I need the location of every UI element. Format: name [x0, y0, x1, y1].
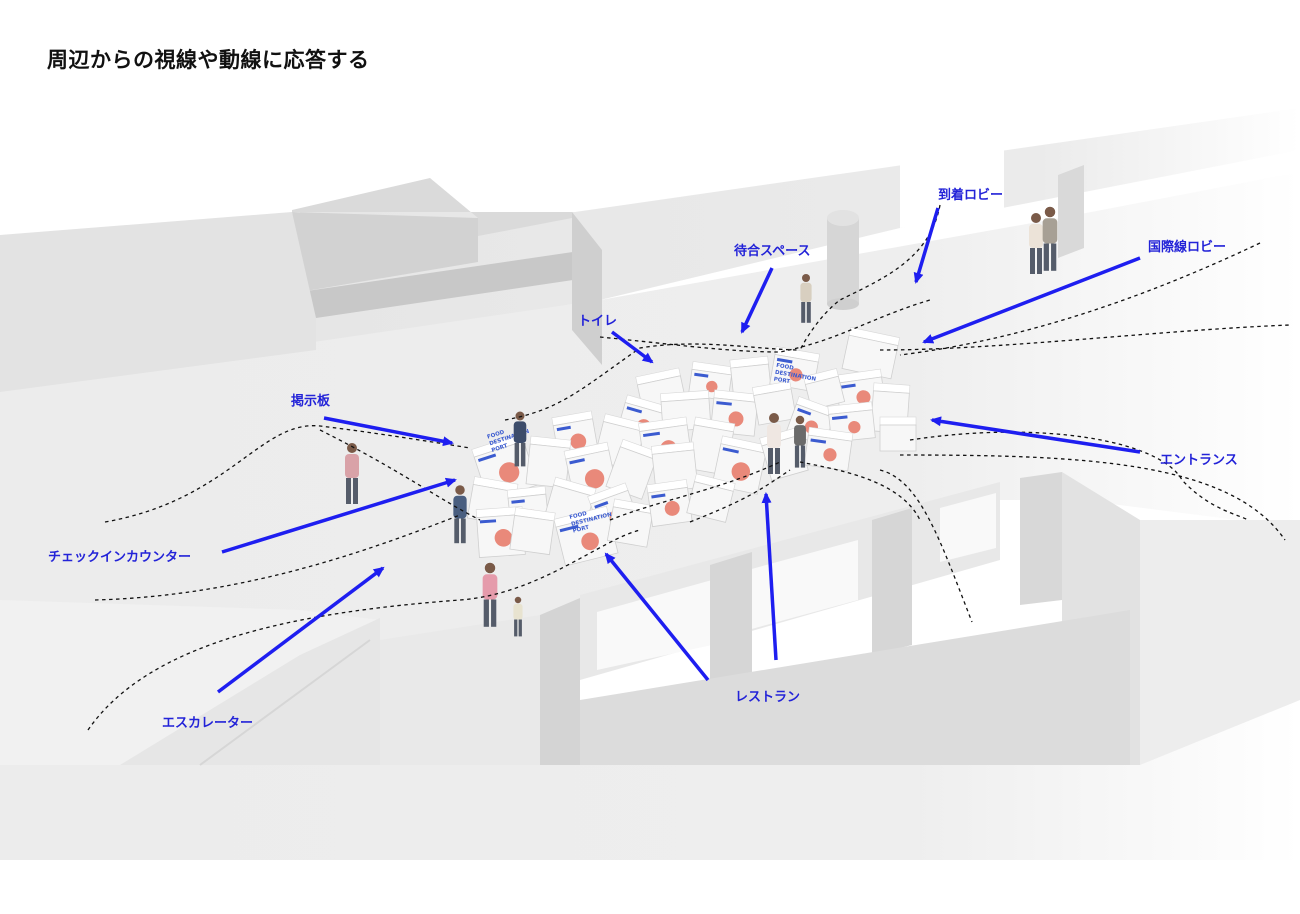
flow-line — [609, 461, 781, 521]
arrow-waiting-space — [740, 267, 774, 334]
flow-line — [799, 461, 921, 521]
stacked-box — [646, 479, 693, 528]
circulation-lines — [87, 204, 1291, 731]
arrow-entrance — [930, 416, 1141, 454]
label-notice-board: 掲示板 — [291, 394, 331, 409]
flow-line — [104, 425, 471, 523]
flow-line — [599, 299, 931, 353]
flow-line — [87, 529, 641, 731]
svg-text:PORT: PORT — [572, 525, 590, 535]
person — [1029, 213, 1043, 274]
flow-line — [899, 454, 1286, 541]
label-escalator: エスカレーター — [162, 716, 254, 731]
person — [767, 413, 781, 474]
arrow-escalator — [216, 566, 385, 694]
arrival-opening — [900, 146, 1004, 228]
stacked-box — [841, 326, 901, 380]
stacked-box — [525, 435, 572, 489]
flow-line — [909, 431, 1249, 521]
back-room-inner — [300, 248, 600, 318]
svg-text:FOOD: FOOD — [487, 429, 506, 440]
person — [800, 274, 812, 323]
person — [1042, 206, 1058, 271]
flow-line — [879, 324, 1291, 351]
person — [482, 562, 498, 627]
flow-line — [319, 429, 481, 521]
people — [345, 206, 1058, 637]
svg-text:PORT: PORT — [773, 377, 790, 386]
person — [794, 415, 806, 468]
right-post — [1058, 165, 1084, 258]
stacked-box — [879, 416, 917, 452]
person — [453, 485, 467, 544]
arrow-international-lobby — [922, 256, 1141, 344]
direction-arrows — [216, 207, 1141, 694]
arrow-notice-board — [323, 416, 454, 447]
label-checkin-counter: チェックインカウンター — [48, 550, 192, 565]
label-entrance: エントランス — [1160, 453, 1238, 468]
person — [345, 443, 359, 504]
label-international-lobby: 国際線ロビー — [1148, 240, 1227, 255]
front-wall — [380, 472, 1300, 765]
arrow-restaurant-left — [604, 552, 710, 682]
svg-text:FOOD: FOOD — [569, 511, 588, 521]
person — [513, 596, 523, 637]
back-room-front — [292, 212, 478, 292]
flow-line — [504, 343, 801, 421]
box-pavilion: FOODDESTINATIONPORTFOODDESTINATIONPORTFO… — [466, 326, 917, 567]
architecture — [0, 108, 1300, 860]
label-arrival-lobby: 到着ロビー — [938, 188, 1004, 203]
arrow-arrival-lobby — [913, 207, 940, 284]
flow-line — [799, 204, 941, 351]
label-waiting-space: 待合スペース — [734, 244, 811, 259]
column — [827, 210, 859, 310]
svg-text:FOOD: FOOD — [776, 363, 795, 372]
escalator-ramp — [120, 618, 380, 765]
stacked-box — [606, 498, 655, 548]
left-wall-face — [0, 212, 316, 392]
flow-line — [899, 242, 1261, 356]
stacked-box — [803, 426, 854, 472]
svg-text:PORT: PORT — [491, 443, 509, 454]
stacked-box — [803, 368, 846, 411]
arrow-toilet — [610, 330, 654, 364]
page-title: 周辺からの視線や動線に応答する — [47, 48, 370, 72]
person — [513, 411, 527, 467]
back-room-top — [292, 178, 572, 236]
label-restaurant: レストラン — [735, 690, 801, 705]
flow-line — [879, 469, 973, 623]
back-room-side — [572, 212, 602, 365]
stacked-box — [509, 507, 556, 556]
arrow-restaurant-right — [761, 492, 778, 661]
stacked-box — [751, 380, 797, 426]
label-toilet: トイレ — [578, 314, 618, 329]
arrow-checkin-counter — [221, 477, 457, 554]
stacked-box — [553, 505, 619, 567]
